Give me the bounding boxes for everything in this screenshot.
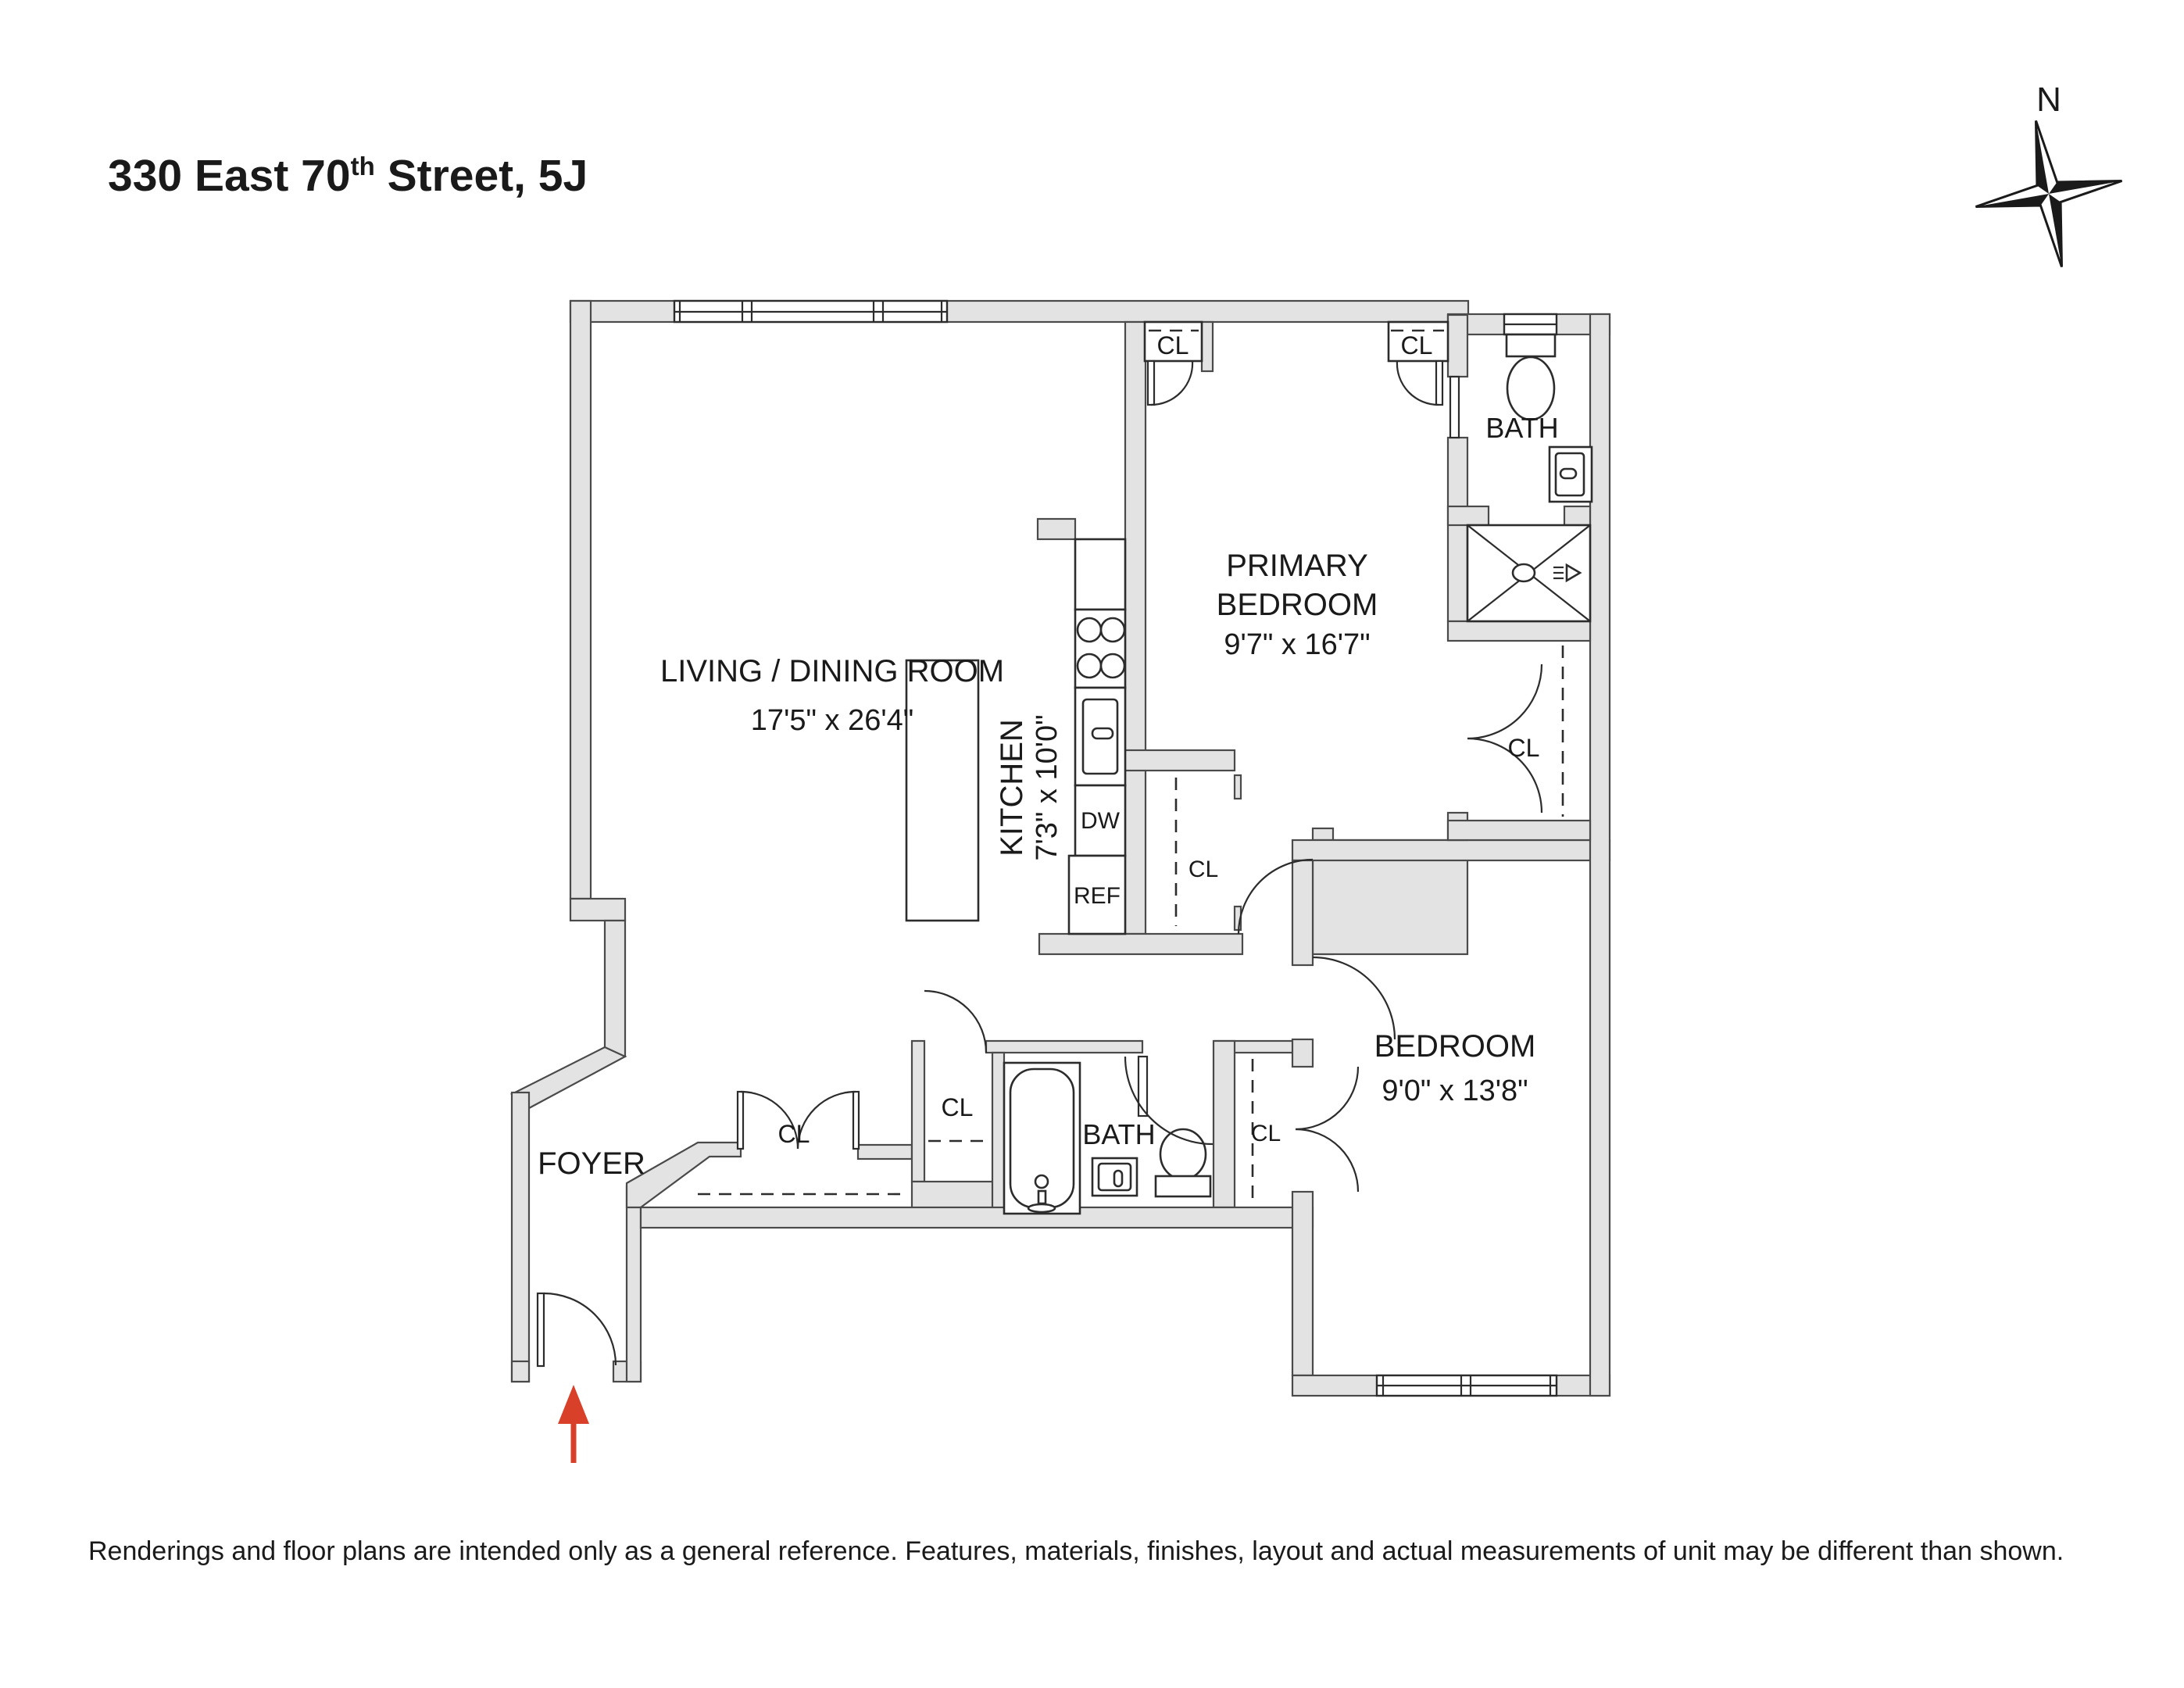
door-primary-closet-left	[1146, 359, 1194, 406]
bedroom-window	[1375, 1374, 1558, 1397]
fixtures	[905, 333, 1593, 1215]
bath-window	[1503, 313, 1558, 336]
bedroom-label: BEDROOM	[1374, 1029, 1536, 1064]
title-prefix: 330 East 70	[108, 151, 351, 201]
bath-lower-label: BATH	[1082, 1118, 1155, 1150]
bedroom-dims: 9'0" x 13'8"	[1382, 1075, 1528, 1107]
living-room-dims: 17'5" x 26'4"	[751, 704, 913, 737]
closet-label-bedroom: CL	[1251, 1121, 1281, 1146]
closet-dashes	[698, 329, 1564, 1203]
door-bedroom-closet	[1295, 1066, 1360, 1193]
primary-bedroom-label-1: PRIMARY	[1226, 549, 1368, 583]
sink-icon-lower	[1091, 1157, 1138, 1197]
door-primary-bedroom	[1237, 858, 1314, 935]
refrigerator-label: REF	[1074, 883, 1121, 909]
entry-arrow-icon	[558, 1385, 589, 1463]
primary-bedroom-dims: 9'7" x 16'7"	[1224, 628, 1370, 661]
kitchen-island	[905, 659, 980, 922]
windows	[673, 299, 1558, 1397]
shower-icon	[1466, 524, 1592, 623]
walls	[509, 299, 1611, 1397]
labels: LIVING / DINING ROOM 17'5" x 26'4" KITCH…	[538, 331, 1559, 1181]
primary-bedroom-label-2: BEDROOM	[1217, 588, 1378, 622]
sink-icon-upper	[1548, 445, 1593, 503]
tub-icon	[1003, 1061, 1081, 1215]
foyer-label: FOYER	[538, 1146, 645, 1181]
doors	[536, 359, 1543, 1368]
title-suffix: Street, 5J	[374, 151, 588, 201]
door-primary-closet-right	[1396, 359, 1444, 406]
door-foyer-closet	[736, 1090, 860, 1150]
closet-label-hall-small: CL	[942, 1093, 974, 1121]
living-room-window	[673, 299, 949, 324]
kitchen-counter	[1067, 538, 1127, 935]
kitchen-label: KITCHEN	[995, 719, 1029, 857]
closet-label-foyer: CL	[778, 1120, 810, 1148]
door-entry	[536, 1292, 617, 1368]
door-bath-upper	[1449, 375, 1460, 439]
page-title: 330 East 70th Street, 5J	[108, 150, 588, 202]
living-room-label: LIVING / DINING ROOM	[660, 654, 1004, 688]
door-bath-lower	[1124, 1055, 1214, 1146]
bath-upper-label: BATH	[1485, 412, 1558, 444]
dishwasher-label: DW	[1081, 808, 1121, 834]
compass-icon: N	[1975, 80, 2123, 268]
refrigerator-box	[1067, 854, 1127, 935]
closet-label-hall-near-kitchen: CL	[1189, 857, 1218, 882]
door-walk-in-closet	[1467, 663, 1543, 814]
closet-label-primary-right: CL	[1401, 331, 1433, 359]
toilet-icon-upper	[1505, 333, 1557, 421]
disclaimer-text: Renderings and floor plans are intended …	[88, 1536, 2064, 1566]
door-bedroom	[1312, 956, 1396, 1040]
title-superscript: th	[350, 152, 375, 181]
kitchen-dims: 7'3" x 10'0"	[1031, 714, 1063, 860]
compass-north-label: N	[2036, 80, 2061, 119]
door-hall-closet	[924, 989, 988, 1053]
closet-label-primary-left: CL	[1157, 331, 1189, 359]
dishwasher-box	[1074, 784, 1127, 857]
closet-label-walk-in: CL	[1508, 734, 1540, 762]
